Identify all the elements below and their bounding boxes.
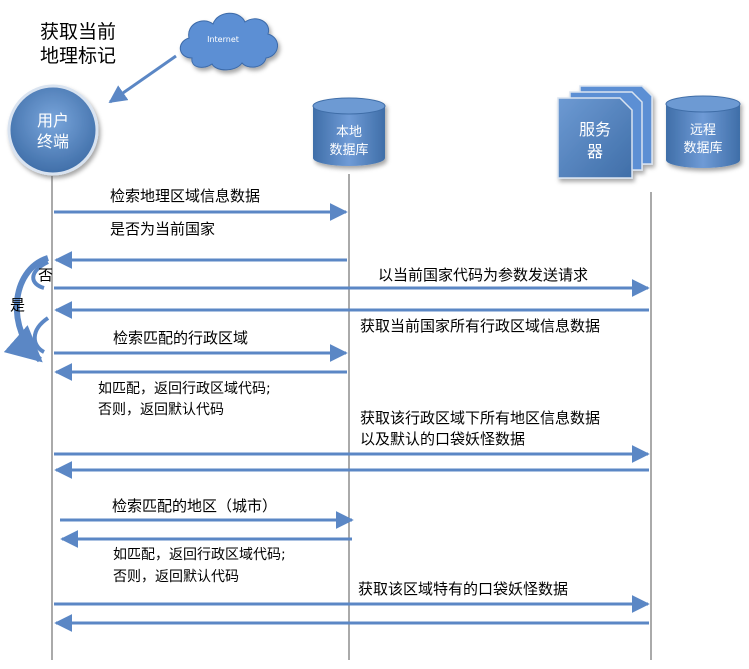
msg-m6-line1: 如匹配，返回行政区域代码; bbox=[98, 381, 271, 397]
msg-m3: 以当前国家代码为参数发送请求 bbox=[378, 266, 588, 284]
user-label-2: 终端 bbox=[37, 132, 69, 151]
remote-db-label-1: 远程 bbox=[690, 123, 716, 138]
branch-curves bbox=[3, 255, 50, 363]
msg-m5: 检索匹配的行政区域 bbox=[113, 329, 248, 347]
user-label-1: 用户 bbox=[37, 111, 69, 130]
branch-loop-curve bbox=[32, 316, 50, 354]
msg-m7-line1: 获取该行政区域下所有地区信息数据 bbox=[360, 409, 600, 427]
branch-yes-curve bbox=[3, 255, 50, 363]
title-line-2: 地理标记 bbox=[40, 45, 116, 67]
branch-no-curve bbox=[31, 260, 49, 290]
diagram-title: 获取当前 地理标记 bbox=[40, 21, 116, 67]
branch-no-label: 否 bbox=[38, 266, 53, 284]
msg-m9-line2: 否则，返回默认代码 bbox=[113, 569, 239, 585]
msg-m9-line1: 如匹配，返回行政区域代码; bbox=[113, 547, 286, 563]
msg-m4: 获取当前国家所有行政区域信息数据 bbox=[360, 317, 600, 335]
local-db-label-1: 本地 bbox=[336, 125, 362, 140]
remote-database-icon bbox=[665, 95, 741, 168]
user-circle-icon bbox=[7, 84, 99, 176]
server-label-1: 服务 bbox=[579, 120, 611, 139]
local-database-icon bbox=[312, 97, 386, 166]
msg-m10: 获取该区域特有的口袋妖怪数据 bbox=[358, 580, 568, 598]
cloud-to-user-arrow bbox=[108, 54, 177, 104]
cloud-icon bbox=[179, 12, 278, 71]
msg-m2: 是否为当前国家 bbox=[110, 220, 215, 238]
title-line-1: 获取当前 bbox=[40, 21, 116, 43]
branch-yes-label: 是 bbox=[10, 296, 25, 314]
msg-m1: 检索地理区域信息数据 bbox=[110, 187, 260, 205]
remote-db-label-2: 数据库 bbox=[683, 140, 722, 156]
local-db-label-2: 数据库 bbox=[329, 142, 368, 158]
server-label-2: 器 bbox=[587, 142, 603, 161]
cloud-label: Internet bbox=[207, 35, 239, 44]
msg-m6-line2: 否则，返回默认代码 bbox=[98, 402, 224, 418]
msg-m8: 检索匹配的地区（城市） bbox=[112, 497, 277, 515]
server-stack-icon bbox=[557, 85, 653, 179]
msg-m7-line2: 以及默认的口袋妖怪数据 bbox=[360, 430, 525, 448]
